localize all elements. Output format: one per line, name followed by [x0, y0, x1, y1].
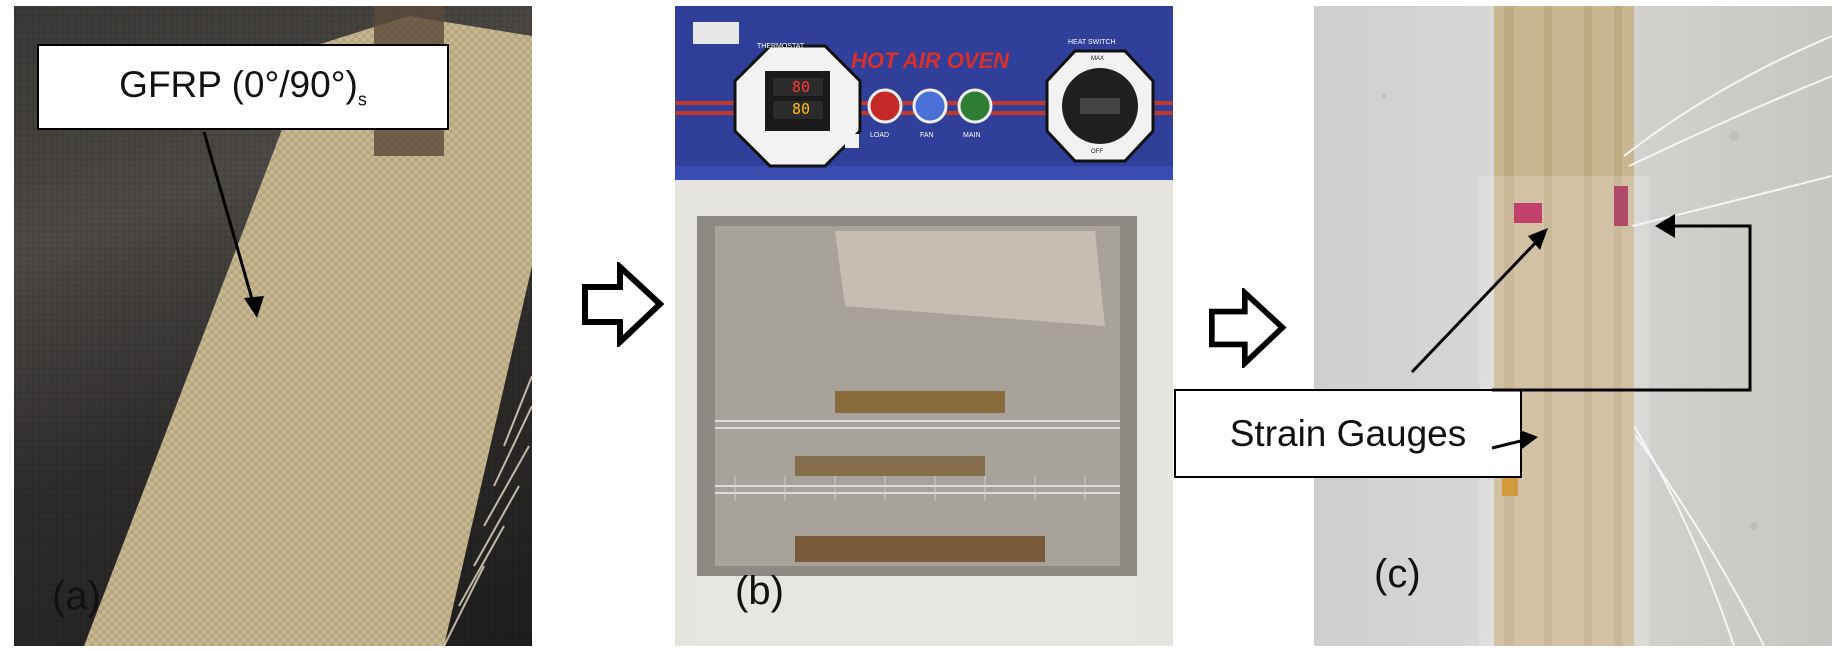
- process-arrow-2: [1209, 288, 1287, 368]
- process-arrow-1: [582, 262, 665, 347]
- heat-switch-label: HEAT SWITCH: [1068, 39, 1116, 46]
- display-top: 80: [792, 78, 811, 96]
- fabric-strip: [84, 16, 532, 646]
- thermostat-label: THERMOSTAT: [757, 43, 805, 50]
- photo-specimen-strain-gauges: (c): [1314, 6, 1832, 646]
- material-callout: GFRP (0°/90°)s: [37, 44, 449, 130]
- button-label-load: LOAD: [870, 132, 890, 139]
- specimen-drawing: [1381, 6, 1832, 646]
- material-label: GFRP (0°/90°)s: [119, 63, 367, 110]
- button-label-main: MAIN: [963, 132, 981, 139]
- oven-title: HOT AIR OVEN: [850, 48, 1010, 73]
- strain-gauge-label: Strain Gauges: [1229, 412, 1467, 454]
- panel-b-label: (b): [735, 569, 784, 613]
- panel-c-label: (c): [1374, 552, 1421, 596]
- display-bottom: 80: [792, 100, 811, 118]
- panel-a-label: (a): [52, 574, 101, 618]
- photo-hot-air-oven: HOT AIR OVEN THERMOSTAT 80 80 LOAD FAN M…: [675, 6, 1173, 646]
- strain-gauge-callout: Strain Gauges: [1174, 389, 1522, 478]
- oven-drawing: [675, 6, 1173, 646]
- switch-mark-off: OFF: [1091, 149, 1103, 155]
- material-arrow: [202, 131, 264, 318]
- photo-gfrp-fabric: GFRP (0°/90°)s (a): [14, 6, 532, 646]
- button-label-fan: FAN: [920, 132, 934, 139]
- switch-mark-max: MAX: [1091, 56, 1105, 62]
